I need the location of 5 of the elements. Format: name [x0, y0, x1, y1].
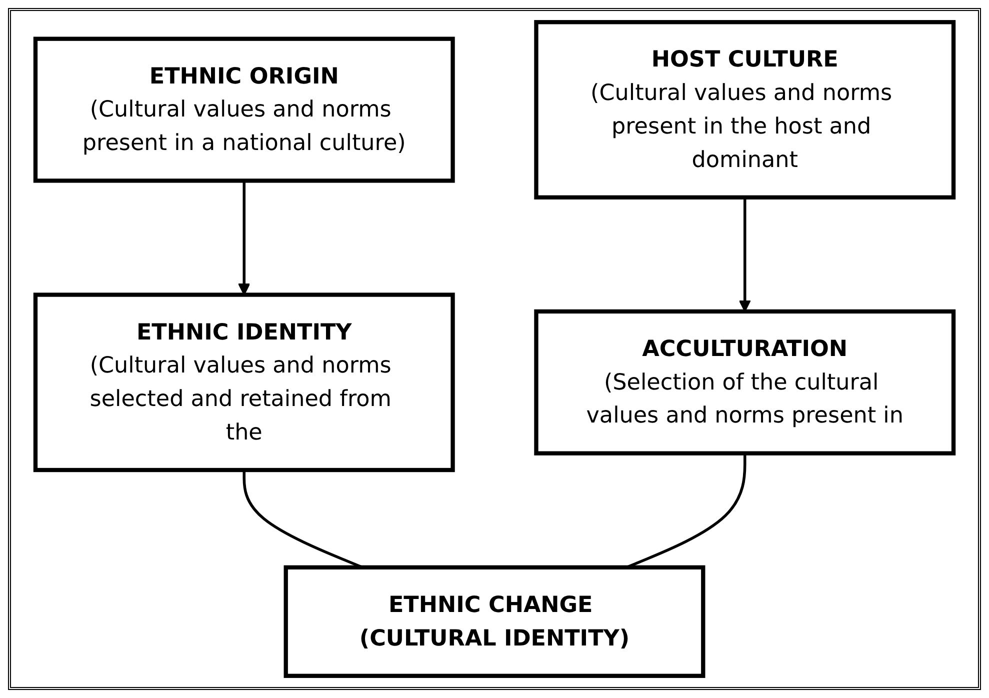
node-box: ETHNIC ORIGIN (Cultural values and norms present in a national culture)	[33, 36, 455, 183]
node-box: HOST CULTURE (Cultural values and norms present in the host and dominant	[534, 20, 956, 200]
node-box: ETHNIC CHANGE (CULTURAL IDENTITY)	[284, 565, 706, 678]
node-box: ETHNIC IDENTITY (Cultural values and norms selected and retained from the	[33, 292, 455, 472]
node-box: ACCULTURATION (Selection of the cultural values and norms present in	[534, 309, 956, 456]
